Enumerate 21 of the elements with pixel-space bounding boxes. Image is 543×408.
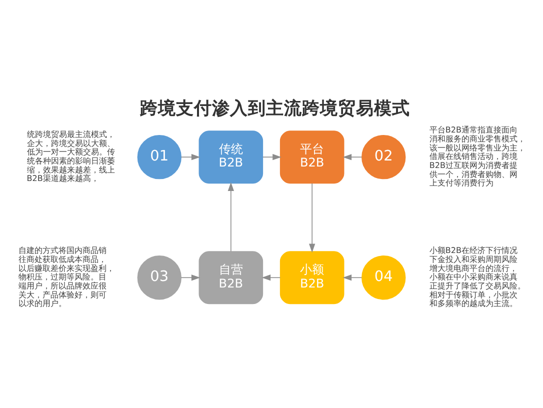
arrow	[228, 182, 234, 252]
node-label: 小额B2B在经济下行情况下金投入和采购周期风险增大境电商平台的流行，小额在中小采购商来说真正提升了降低了交易风险。相对于传额订单，小批次和多频率的越成为主流。	[429, 246, 526, 308]
node-label: 统跨境贸易最主流模式，企大，跨境交易以大额、低为一对一大额交易。传统各种因素的影响日渐萎缩，效果越来越差，线上B2B渠道越来越高，	[26, 129, 115, 183]
node-box: 小额B2B	[280, 250, 344, 304]
node-box: 传统B2B	[198, 130, 264, 184]
node-label: 平台B2B通常指直接面向消和服务的商业零售模式，该一般以网络零售业为主，借展在线销售活动，跨境B2B过互联网为消费者提供一个，消费者购物、网上支付等消费行为	[429, 125, 526, 188]
node-circle: 02	[362, 134, 406, 179]
arrow	[180, 153, 200, 160]
node-circle: 04	[362, 255, 406, 300]
node-box: 平台B2B	[280, 130, 344, 184]
arrow	[262, 153, 282, 160]
node-box: 自营B2B	[198, 250, 264, 304]
diagram-title: 跨境支付渗入到主流跨境贸易模式	[140, 98, 410, 118]
arrow	[262, 274, 281, 280]
arrow	[342, 274, 362, 280]
arrow	[342, 153, 362, 160]
node-circle: 03	[137, 255, 182, 300]
node-circle: 01	[137, 134, 182, 179]
arrow	[308, 182, 316, 252]
node-label: 自建的方式将国内商品销往商处获取低成本商品，以后赚取差价来实现盈利，物积压，过期等风险。目端用户，所以品牌效应很关大，产品体验好，则可以求的用户。	[18, 246, 115, 308]
arrow	[180, 274, 200, 280]
